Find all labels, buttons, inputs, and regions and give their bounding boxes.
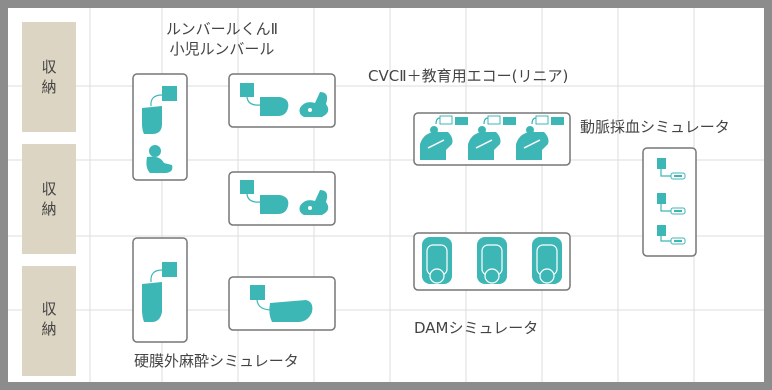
torso-model-icon: [142, 106, 162, 134]
torso-model-icon: [269, 300, 313, 322]
table-runbal-horizontal: [228, 73, 336, 128]
cvc-simulator-icon: [516, 115, 564, 160]
torso-model-icon: [142, 282, 162, 322]
label-runbal-line2: 小児ルンバール: [170, 40, 275, 58]
torso-model-icon: [260, 195, 289, 214]
child-model-icon: [146, 145, 173, 173]
storage-label: 収: [41, 180, 56, 198]
arm-model-icon: [657, 225, 686, 245]
torso-model-icon: [260, 97, 289, 116]
storage-label: 収: [41, 58, 56, 76]
arm-model-icon: [657, 193, 686, 215]
label-epidural: 硬膜外麻酔シミュレータ: [134, 352, 299, 370]
child-model-icon: [299, 190, 329, 215]
airway-head-icon: [532, 237, 562, 284]
arm-model-icon: [657, 158, 686, 180]
storage-block-1: 収 納: [22, 22, 76, 132]
monitor-icon: [162, 262, 177, 277]
table-artery: [642, 147, 697, 257]
airway-head-icon: [477, 237, 507, 284]
child-model-icon: [299, 92, 329, 117]
label-cvc: CVCⅡ＋教育用エコー(リニア): [368, 67, 568, 85]
monitor-icon: [240, 180, 254, 194]
table-pediatric-horizontal: [228, 171, 336, 226]
storage-label: 納: [41, 200, 56, 218]
table-runbal-vertical: [132, 73, 188, 181]
monitor-icon: [162, 86, 177, 101]
label-runbal-line1: ルンバールくんⅡ: [166, 20, 278, 38]
table-dam: [413, 232, 571, 291]
table-epidural-horizontal: [228, 276, 336, 331]
storage-label: 納: [41, 320, 56, 338]
storage-label: 収: [41, 300, 56, 318]
label-artery: 動脈採血シミュレータ: [580, 118, 730, 136]
monitor-icon: [240, 83, 254, 97]
airway-head-icon: [422, 237, 452, 284]
cvc-simulator-icon: [420, 115, 468, 160]
storage-block-3: 収 納: [22, 266, 76, 376]
cvc-simulator-icon: [468, 115, 516, 160]
storage-label: 納: [41, 78, 56, 96]
table-cvc: [413, 112, 571, 166]
label-dam: DAMシミュレータ: [414, 319, 538, 337]
monitor-icon: [250, 285, 265, 300]
storage-block-2: 収 納: [22, 144, 76, 254]
table-epidural-vertical: [132, 237, 188, 343]
